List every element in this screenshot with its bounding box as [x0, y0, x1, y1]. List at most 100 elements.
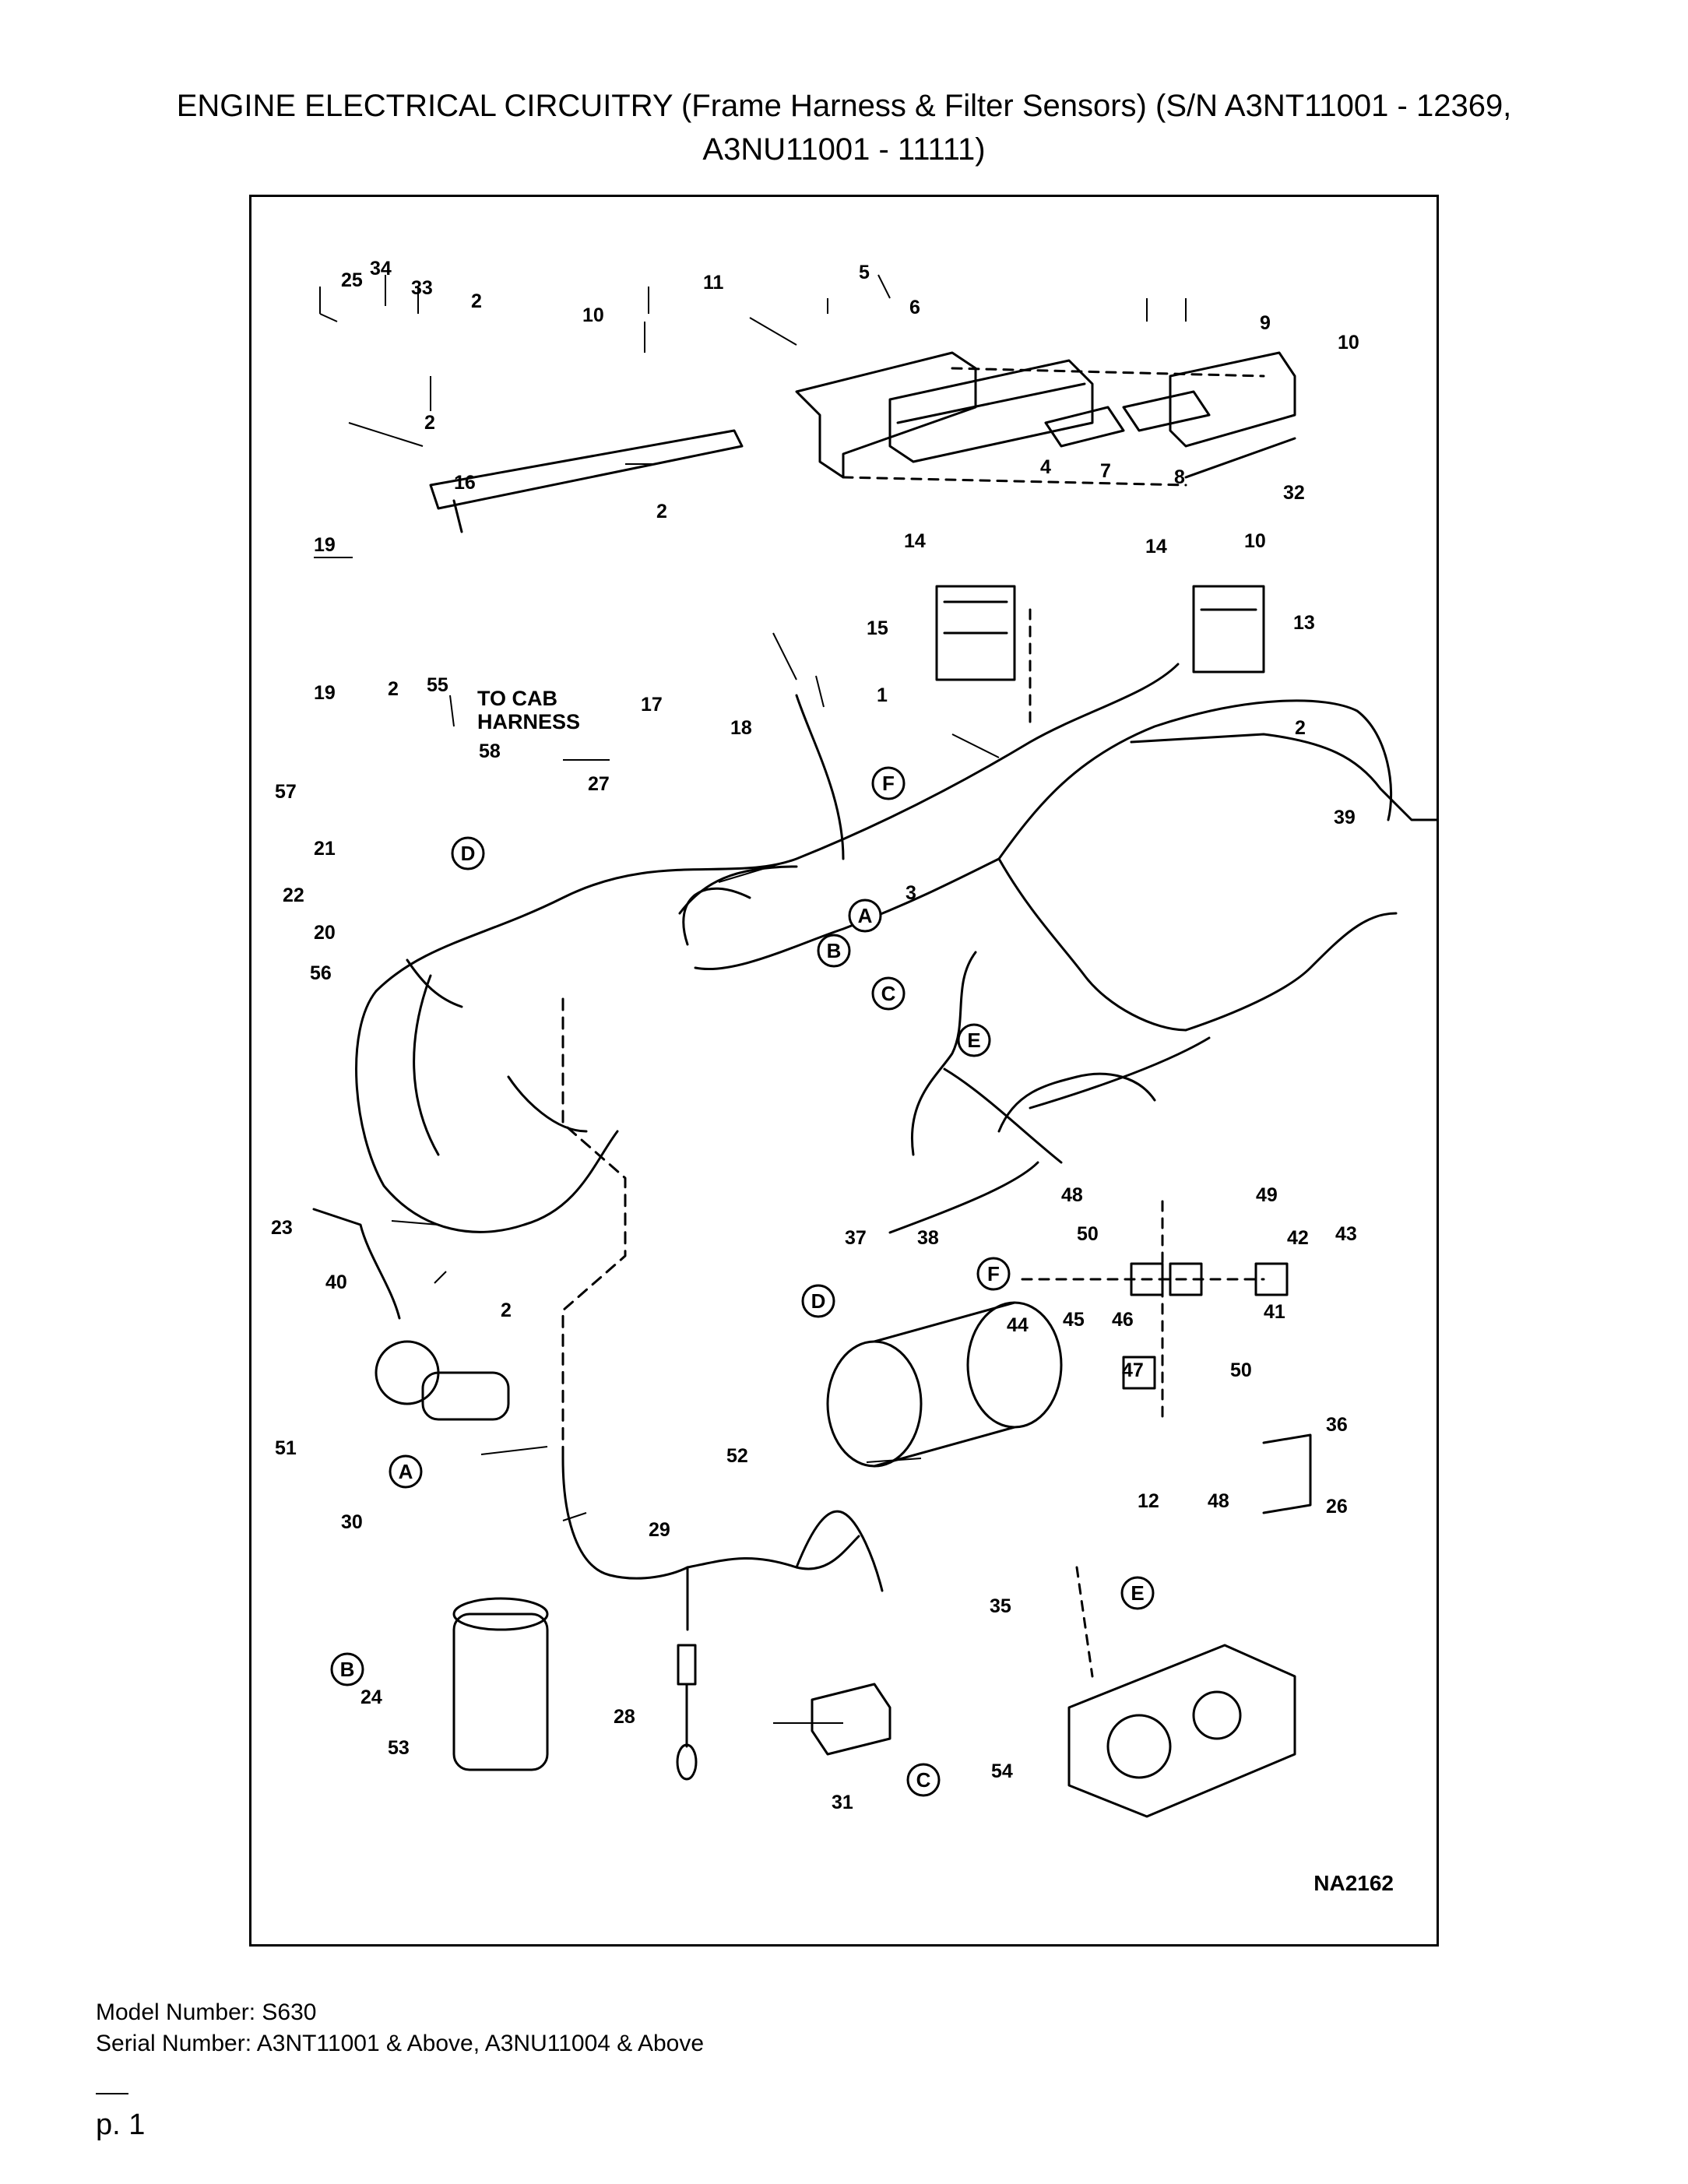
- connector-labels: D F A B C E F: [330, 766, 1155, 1797]
- connector-F-relay: F: [976, 1257, 1011, 1291]
- page-title: ENGINE ELECTRICAL CIRCUITRY (Frame Harne…: [0, 84, 1688, 171]
- page-number: p. 1: [96, 2108, 146, 2141]
- callout-53: 53: [388, 1737, 410, 1759]
- callout-24: 24: [360, 1686, 382, 1708]
- to-cab-harness-note: TO CAB HARNESS: [477, 687, 580, 733]
- callout-49: 49: [1256, 1184, 1278, 1206]
- callout-50b: 50: [1230, 1359, 1252, 1381]
- note-line-2: HARNESS: [477, 710, 580, 733]
- callout-6: 6: [909, 297, 920, 318]
- callout-44: 44: [1007, 1314, 1029, 1336]
- parts-diagram-frame: 25 34 33 2 2 10 11 5 6 9 10 4 7 8 32 10 …: [249, 195, 1439, 1947]
- leader-lines: [314, 274, 1187, 1724]
- callout-37: 37: [845, 1227, 867, 1249]
- connector-C-block: C: [906, 1763, 941, 1797]
- callout-48b: 48: [1208, 1490, 1229, 1512]
- page-title-line-1: ENGINE ELECTRICAL CIRCUITRY (Frame Harne…: [176, 89, 1512, 123]
- callout-7: 7: [1100, 460, 1111, 482]
- connector-B-top: B: [817, 934, 851, 968]
- callout-47: 47: [1122, 1359, 1144, 1381]
- callout-31: 31: [832, 1792, 853, 1813]
- callout-2d: 2: [1295, 717, 1306, 739]
- callout-2e: 2: [388, 678, 399, 700]
- callout-46: 46: [1112, 1309, 1134, 1331]
- callout-20: 20: [314, 922, 336, 944]
- svg-text:E: E: [1131, 1581, 1144, 1605]
- callout-48: 48: [1061, 1184, 1083, 1206]
- connector-E-pump: E: [1120, 1576, 1155, 1610]
- callout-34: 34: [370, 258, 392, 280]
- connector-C-top: C: [871, 976, 906, 1011]
- page-title-line-2: A3NU11001 - 11111): [702, 132, 986, 167]
- callout-17: 17: [641, 694, 663, 716]
- callout-39: 39: [1334, 807, 1356, 828]
- parts-diagram: 25 34 33 2 2 10 11 5 6 9 10 4 7 8 32 10 …: [271, 258, 1437, 1818]
- svg-text:E: E: [967, 1029, 980, 1052]
- callout-28: 28: [614, 1706, 635, 1728]
- callout-26: 26: [1326, 1496, 1348, 1518]
- callout-27: 27: [588, 773, 610, 795]
- svg-text:A: A: [858, 904, 873, 927]
- callout-32: 32: [1283, 482, 1305, 504]
- connector-D-filter: D: [801, 1284, 835, 1318]
- callout-2: 2: [471, 290, 482, 312]
- connector-A-top: A: [848, 899, 882, 933]
- callout-50: 50: [1077, 1223, 1099, 1245]
- figure-id: NA2162: [1313, 1871, 1394, 1895]
- callout-2c: 2: [656, 501, 667, 522]
- connector-D-top: D: [451, 836, 485, 870]
- callout-55: 55: [427, 674, 448, 696]
- callout-29: 29: [649, 1519, 670, 1541]
- callout-52: 52: [726, 1445, 748, 1467]
- callout-56: 56: [310, 962, 332, 984]
- svg-text:D: D: [811, 1289, 826, 1313]
- callout-15: 15: [867, 617, 888, 639]
- callout-40: 40: [325, 1271, 347, 1293]
- svg-text:D: D: [461, 842, 476, 865]
- callout-23: 23: [271, 1217, 293, 1239]
- callout-19: 19: [314, 534, 336, 556]
- callout-14b: 14: [1145, 536, 1167, 557]
- connector-F-top: F: [871, 766, 906, 800]
- note-line-1: TO CAB: [477, 687, 557, 710]
- footer-rule: [96, 2093, 128, 2094]
- callout-45: 45: [1063, 1309, 1085, 1331]
- model-number: Model Number: S630: [96, 1999, 317, 2025]
- callout-4: 4: [1040, 456, 1051, 478]
- callout-54: 54: [991, 1760, 1013, 1782]
- callout-35: 35: [990, 1595, 1011, 1617]
- callout-10b: 10: [1338, 332, 1359, 353]
- svg-text:F: F: [987, 1262, 1000, 1285]
- svg-text:C: C: [916, 1768, 931, 1792]
- callout-5: 5: [859, 262, 870, 283]
- callout-38: 38: [917, 1227, 939, 1249]
- callout-51: 51: [275, 1437, 297, 1459]
- callout-11: 11: [703, 272, 724, 294]
- svg-text:C: C: [881, 982, 896, 1005]
- callout-18: 18: [730, 717, 752, 739]
- callout-2b: 2: [424, 412, 435, 434]
- callout-42: 42: [1287, 1227, 1309, 1249]
- callout-57: 57: [275, 781, 297, 803]
- callout-22: 22: [283, 885, 304, 906]
- callout-8: 8: [1174, 466, 1185, 488]
- callout-labels: 25 34 33 2 2 10 11 5 6 9 10 4 7 8 32 10 …: [271, 258, 1359, 1813]
- callout-14: 14: [904, 530, 926, 552]
- diagram-artwork: [312, 351, 1437, 1818]
- connector-E-top: E: [957, 1023, 991, 1057]
- callout-30: 30: [341, 1511, 363, 1533]
- svg-text:B: B: [340, 1658, 355, 1681]
- callout-58: 58: [479, 740, 501, 762]
- callout-10: 10: [582, 304, 604, 326]
- callout-36: 36: [1326, 1414, 1348, 1436]
- callout-19b: 19: [314, 682, 336, 704]
- svg-text:B: B: [827, 939, 842, 962]
- callout-16: 16: [454, 472, 476, 494]
- callout-43: 43: [1335, 1223, 1357, 1245]
- callout-25: 25: [341, 269, 363, 291]
- callout-2f: 2: [501, 1299, 512, 1321]
- svg-text:A: A: [399, 1460, 413, 1483]
- connector-A-starter: A: [389, 1454, 423, 1489]
- callout-1: 1: [877, 684, 888, 706]
- connector-B-fuel: B: [330, 1652, 364, 1686]
